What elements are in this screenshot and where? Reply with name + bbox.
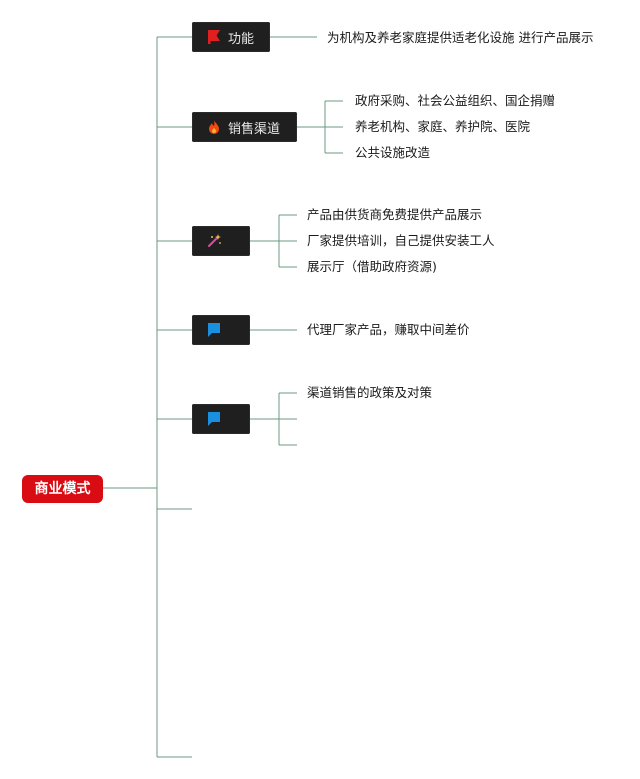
branch-node-5[interactable] [192,404,250,434]
leaf-sales-channel-3[interactable]: 公共设施改造 [355,145,431,160]
leaf-branch-3-2[interactable]: 厂家提供培训，自己提供安装工人 [307,233,495,248]
leaf-branch-3-1[interactable]: 产品由供货商免费提供产品展示 [307,207,483,222]
leaf-branch-3-3[interactable]: 展示厅（借助政府资源) [307,259,437,274]
branch-node-sales-channel[interactable]: 销售渠道 [192,112,297,142]
blue-flag-icon [206,411,222,427]
root-node[interactable]: 商业模式 [22,475,103,503]
branch-label: 销售渠道 [228,121,281,137]
leaf-sales-channel-2[interactable]: 养老机构、家庭、养护院、医院 [355,119,531,134]
branch-node-3[interactable] [192,226,250,256]
leaf-branch-4-1[interactable]: 代理厂家产品，赚取中间差价 [307,322,470,337]
blue-flag-icon [206,322,222,338]
leaf-sales-channel-1[interactable]: 政府采购、社会公益组织、国企捐赠 [355,93,556,108]
branch-node-function[interactable]: 功能 [192,22,270,52]
red-flag-icon [206,29,222,45]
leaf-branch-5-1[interactable]: 渠道销售的政策及对策 [307,385,433,400]
fire-icon [206,119,222,135]
branch-node-4[interactable] [192,315,250,345]
magic-wand-icon [206,233,222,249]
branch-label: 功能 [228,31,255,47]
leaf-function-1[interactable]: 为机构及养老家庭提供适老化设施 进行产品展示 [327,30,594,45]
